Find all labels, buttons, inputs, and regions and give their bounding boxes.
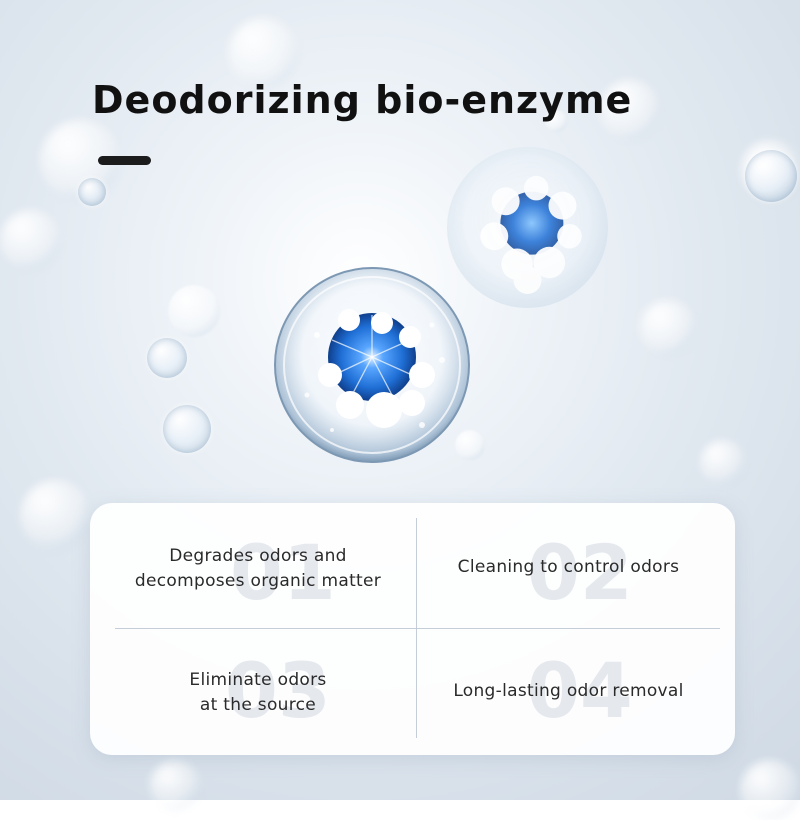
- feature-cell-3: 03 Eliminate odors at the source: [100, 629, 416, 742]
- bokeh-light: [640, 300, 695, 355]
- water-bubble: [147, 338, 187, 378]
- bokeh-light: [545, 110, 567, 132]
- feature-number: 04: [527, 646, 633, 735]
- feature-text-line: Degrades odors and: [169, 546, 347, 566]
- feature-text: Cleaning to control odors: [417, 555, 720, 580]
- bokeh-light: [228, 18, 298, 88]
- panel-divider-horizontal: [115, 628, 720, 629]
- feature-text: Long-lasting odor removal: [417, 679, 720, 704]
- feature-text-line: Long-lasting odor removal: [453, 681, 684, 701]
- feature-cell-4: 04 Long-lasting odor removal: [417, 629, 720, 742]
- title-underline: [98, 156, 151, 165]
- bokeh-light: [150, 760, 200, 810]
- feature-text: Eliminate odors at the source: [100, 668, 416, 718]
- bokeh-light: [455, 430, 485, 460]
- water-bubble: [163, 405, 211, 453]
- enzyme-sphere-graphic: [274, 267, 470, 463]
- feature-text-line: Eliminate odors: [189, 670, 327, 690]
- bokeh-light: [700, 440, 745, 485]
- page-title: Deodorizing bio-enzyme: [92, 78, 633, 122]
- feature-number: 02: [527, 528, 633, 617]
- panel-divider-vertical: [416, 518, 417, 738]
- feature-text: Degrades odors and decomposes organic ma…: [100, 544, 416, 594]
- bokeh-light: [740, 760, 800, 820]
- feature-cell-1: 01 Degrades odors and decomposes organic…: [100, 515, 416, 628]
- feature-text-line: decomposes organic matter: [134, 571, 382, 591]
- feature-number: 01: [230, 528, 336, 617]
- water-bubble: [745, 150, 797, 202]
- feature-number: 03: [225, 646, 331, 735]
- feature-text-line: at the source: [199, 695, 317, 715]
- feature-panel: [90, 503, 735, 755]
- bokeh-light: [0, 210, 60, 270]
- feature-text-line: Cleaning to control odors: [457, 557, 680, 577]
- bokeh-light: [600, 80, 660, 140]
- feature-cell-2: 02 Cleaning to control odors: [417, 515, 720, 628]
- bokeh-light: [168, 285, 220, 337]
- main-enzyme-sphere-icon: [272, 265, 472, 465]
- enzyme-sphere-graphic: [447, 147, 608, 308]
- water-bubble: [78, 178, 106, 206]
- bokeh-light: [20, 480, 90, 550]
- secondary-enzyme-sphere-icon: [440, 140, 615, 315]
